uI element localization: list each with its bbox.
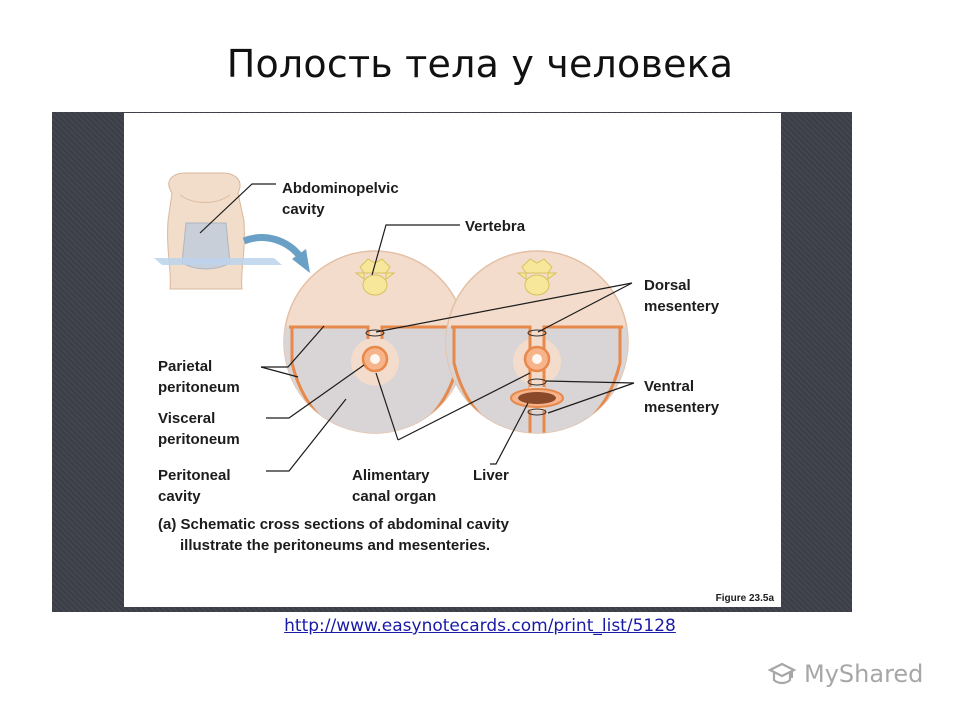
figure-caption-line-2: illustrate the peritoneums and mesenteri… <box>180 537 490 554</box>
peritoneum-diagram: Abdominopelvic cavity Vertebra Dorsal me… <box>154 172 775 604</box>
label-ventral: Ventral <box>644 378 694 395</box>
section-arrow <box>242 234 305 262</box>
label-alimentary-canal-organ: canal organ <box>352 488 436 505</box>
label-alimentary: Alimentary <box>352 467 430 484</box>
slide-title: Полость тела у человека <box>226 42 734 86</box>
torso-thumbnail <box>154 172 282 290</box>
source-link[interactable]: http://www.easynotecards.com/print_list/… <box>284 616 676 636</box>
label-parietal: Parietal <box>158 358 212 375</box>
section-plane <box>154 258 282 265</box>
label-peritoneal-cavity: cavity <box>158 488 201 505</box>
section-arrow-head <box>292 249 310 273</box>
figure-card: Abdominopelvic cavity Vertebra Dorsal me… <box>124 113 781 607</box>
label-abdominopelvic: Abdominopelvic <box>282 180 399 197</box>
label-liver: Liver <box>473 467 509 484</box>
label-ventral-mesentery: mesentery <box>644 399 720 416</box>
label-dorsal: Dorsal <box>644 277 691 294</box>
figure-number: Figure 23.5a <box>716 593 775 604</box>
label-abdominopelvic-cavity: cavity <box>282 201 325 218</box>
watermark-logo: MyShared <box>766 657 923 691</box>
watermark-text: MyShared <box>804 660 924 688</box>
label-visceral-peritoneum: peritoneum <box>158 431 240 448</box>
figure-caption-line-1: (a) Schematic cross sections of abdomina… <box>158 516 510 533</box>
label-parietal-peritoneum: peritoneum <box>158 379 240 396</box>
cross-section-right <box>445 250 629 434</box>
label-vertebra: Vertebra <box>465 218 526 235</box>
cross-section-left <box>283 250 467 434</box>
label-visceral: Visceral <box>158 410 215 427</box>
label-peritoneal: Peritoneal <box>158 467 231 484</box>
leader-lines <box>199 183 635 472</box>
label-dorsal-mesentery: mesentery <box>644 298 720 315</box>
mortarboard-icon <box>767 662 797 685</box>
vertebra-right <box>516 258 558 296</box>
